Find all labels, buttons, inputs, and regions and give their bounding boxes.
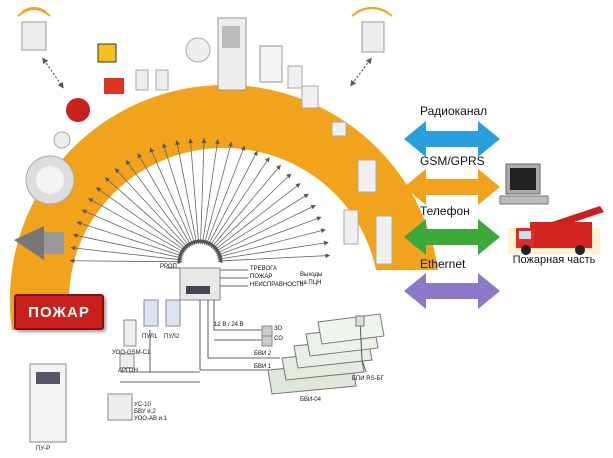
radio-channel-label: Радиоканал xyxy=(420,104,488,118)
radio-ray xyxy=(69,258,183,265)
channel-arrows xyxy=(404,121,500,309)
so-label: СО xyxy=(274,336,283,342)
pur-label: ПУ-Р xyxy=(36,446,51,452)
bvi04-panels xyxy=(267,313,385,395)
pul1-device xyxy=(143,299,159,327)
ethernet-arrow xyxy=(404,273,500,309)
radio-module-left-icon xyxy=(21,21,47,51)
fire-truck-icon xyxy=(508,206,604,255)
outputs-sub: на ПЦН xyxy=(300,280,322,286)
zo-label: ЗО xyxy=(274,326,283,332)
argon-label: АРГОН xyxy=(118,368,138,374)
central-panel xyxy=(179,267,221,301)
bpi-cable xyxy=(359,319,367,373)
us10-line1: УС-10 xyxy=(134,402,151,408)
radio-ray xyxy=(216,216,322,257)
manual-call-point-icon xyxy=(104,78,124,94)
pul2-device xyxy=(165,299,181,327)
bvi1-label: БВИ 1 xyxy=(254,364,272,370)
radio-ray xyxy=(149,147,194,246)
radio-ray xyxy=(162,143,196,246)
radio-ray xyxy=(95,187,186,252)
radio-ray xyxy=(217,253,331,264)
us10-line2: БВУ и.2 xyxy=(134,409,156,415)
explosion-proof-icon xyxy=(97,43,117,63)
output-fault-label: НЕИСПРАВНОСТЬ xyxy=(250,282,304,288)
radio-rays xyxy=(69,138,331,265)
us10-line3: УОО-АВ и.1 xyxy=(134,416,167,422)
gsm-channel-label: GSM/GPRS xyxy=(420,154,485,168)
uoo-device xyxy=(123,319,137,347)
siren-icon xyxy=(66,98,90,122)
fire-station-label: Пожарная часть xyxy=(512,254,596,266)
ethernet-channel-label: Ethernet xyxy=(420,257,466,271)
keypad-icon xyxy=(259,45,283,83)
smoke-detector-icon xyxy=(36,166,64,194)
bvi04-label: БВИ-04 xyxy=(300,397,321,403)
uoo-label: УОО-GSM-С1 xyxy=(112,350,151,356)
rrop-label: РРОП xyxy=(160,264,177,270)
radio-ray xyxy=(205,145,246,246)
radio-ray xyxy=(125,160,191,248)
bvi2-label: БВИ 2 xyxy=(254,351,272,357)
power-label: 12 В / 24 В xyxy=(214,322,244,328)
horn-speaker-icon xyxy=(14,226,44,260)
orange-arc xyxy=(9,84,438,331)
radio-arrow xyxy=(404,121,500,157)
radio-ray xyxy=(212,173,292,250)
output-fire-label: ПОЖАР xyxy=(250,274,273,280)
wiring xyxy=(120,267,280,383)
phone-channel-label: Телефон xyxy=(420,204,470,218)
argon-device xyxy=(119,353,135,369)
radio-ray xyxy=(175,140,199,245)
radio-ray xyxy=(200,139,220,245)
computer-icon xyxy=(499,163,549,205)
fire-sign: ПОЖАР xyxy=(14,294,104,330)
us10-device xyxy=(107,393,133,421)
bpi-label: БПИ RS-БГ xyxy=(352,376,384,382)
pul1-label: ПУЛ1 xyxy=(142,334,158,340)
device-icons xyxy=(14,7,393,265)
output-alarm-label: ТРЕВОГА xyxy=(250,266,277,272)
radio-ray xyxy=(198,138,207,245)
phone-arrow xyxy=(404,219,500,255)
radio-ray xyxy=(188,138,201,245)
pul2-label: ПУЛ2 xyxy=(164,334,180,340)
radio-ray xyxy=(203,141,233,245)
gsm-arrow xyxy=(404,169,500,205)
outputs-title: Выходы xyxy=(300,272,323,278)
radio-ray xyxy=(114,168,189,249)
radio-ray xyxy=(210,164,281,249)
radio-module-right-icon xyxy=(361,21,385,53)
